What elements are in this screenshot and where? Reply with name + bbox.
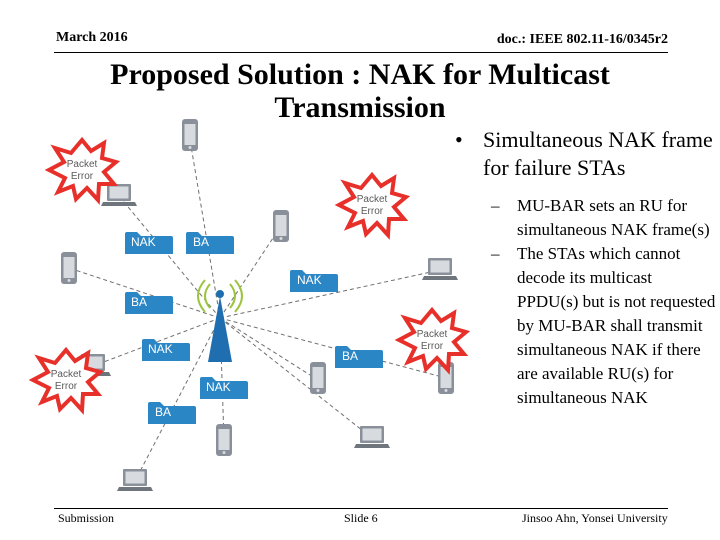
sub-bullet: – The STAs which cannot decode its multi…	[491, 242, 717, 410]
connection-lines	[68, 139, 447, 482]
station-phone-icon	[61, 252, 77, 284]
burst-label: Packet	[417, 329, 448, 340]
nak-folder-icon: NAK	[125, 232, 173, 254]
nak-folder-icon: NAK	[142, 339, 190, 361]
station-laptop-icon	[117, 469, 153, 491]
burst-label: Packet	[67, 159, 98, 170]
folder-label: BA	[131, 295, 147, 309]
sub-bullet-marker: –	[491, 244, 500, 263]
folder-label: NAK	[297, 273, 322, 287]
burst-label: Error	[55, 381, 78, 392]
packet-error-burst-icon: Packet Error	[397, 308, 468, 372]
folder-label: NAK	[148, 342, 173, 356]
station-phone-icon	[310, 362, 326, 394]
packet-error-burst-icon: Packet Error	[337, 173, 408, 237]
folder-label: BA	[155, 405, 171, 419]
ba-folder-icon: BA	[148, 402, 196, 424]
burst-label: Error	[71, 171, 94, 182]
footer-slide-number: Slide 6	[344, 511, 378, 525]
folder-label: BA	[193, 235, 209, 249]
folder-label: NAK	[206, 380, 231, 394]
footer-author: Jinsoo Ahn, Yonsei University	[522, 511, 668, 525]
folder-label: NAK	[131, 235, 156, 249]
ba-folder-icon: NAK	[200, 377, 248, 399]
sub-bullet-text: The STAs which cannot decode its multica…	[517, 244, 716, 407]
bullet-list: • Simultaneous NAK frame for failure STA…	[455, 126, 717, 410]
station-laptop-icon	[354, 426, 390, 448]
folder-label: BA	[342, 349, 358, 363]
ba-folder-icon: BA	[125, 292, 173, 314]
burst-label: Packet	[357, 194, 388, 205]
station-phone-icon	[273, 210, 289, 242]
packet-error-burst-icon: Packet Error	[31, 348, 102, 412]
sub-bullet: – MU-BAR sets an RU for simultaneous NAK…	[491, 194, 717, 242]
bullet-marker: •	[455, 127, 463, 152]
nak-folder-icon: NAK	[290, 270, 338, 292]
nak-folder-icon: BA	[335, 346, 383, 368]
station-laptop-icon	[101, 184, 137, 206]
burst-label: Packet	[51, 369, 82, 380]
packet-error-burst-icon: Packet Error	[47, 138, 118, 202]
footer-divider	[54, 508, 668, 509]
ba-folder-icon: BA	[186, 232, 234, 254]
bullet-main: • Simultaneous NAK frame for failure STA…	[455, 126, 717, 182]
header-doc-id: doc.: IEEE 802.11-16/0345r2	[496, 32, 668, 47]
title-line-2: Transmission	[274, 91, 446, 124]
station-phone-icon	[182, 119, 198, 151]
slide-title: Proposed Solution : NAK for Multicast Tr…	[60, 58, 660, 124]
sub-bullet-text: MU-BAR sets an RU for simultaneous NAK f…	[517, 196, 710, 239]
header-date: March 2016	[56, 30, 128, 45]
sub-bullet-marker: –	[491, 196, 500, 215]
footer-submission: Submission	[58, 511, 115, 525]
bullet-main-text: Simultaneous NAK frame for failure STAs	[483, 127, 713, 180]
header-divider	[54, 52, 668, 53]
station-phone-icon	[216, 424, 232, 456]
access-point-icon	[197, 279, 243, 362]
title-line-1: Proposed Solution : NAK for Multicast	[110, 58, 610, 91]
burst-label: Error	[421, 341, 444, 352]
station-laptop-icon	[422, 258, 458, 280]
burst-label: Error	[361, 206, 384, 217]
